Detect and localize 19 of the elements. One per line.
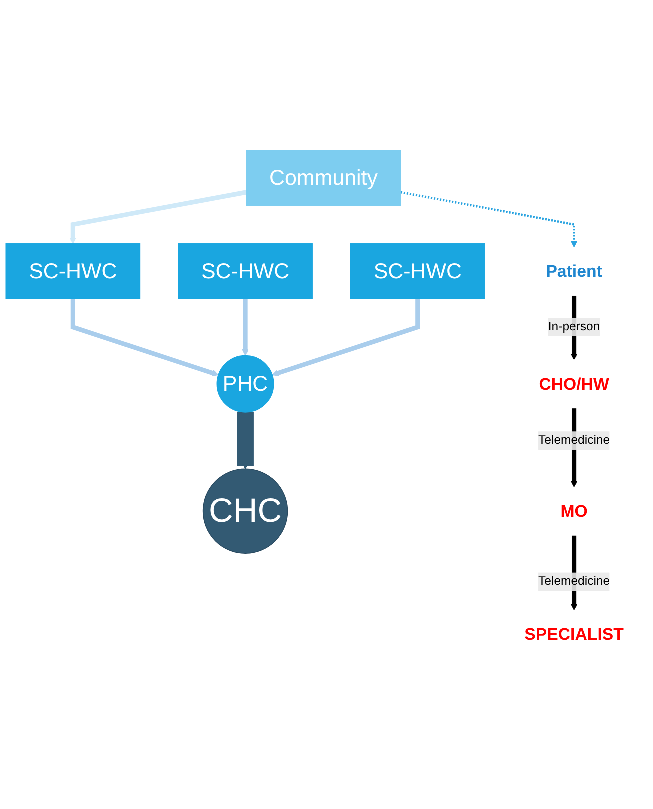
node-text: SPECIALIST	[524, 624, 624, 644]
node-text: Patient	[546, 262, 602, 282]
edge-label: Telemedicine	[538, 575, 610, 588]
edge-label: Telemedicine	[538, 434, 610, 447]
node-box: Community	[246, 150, 402, 206]
node-text: CHO/HW	[539, 374, 610, 394]
edge-label: In-person	[548, 320, 600, 334]
node-circle: CHC	[202, 468, 288, 554]
arrow	[237, 412, 254, 470]
arrow	[70, 299, 219, 377]
arrow	[70, 190, 247, 244]
node-box: SC-HWC	[178, 244, 313, 300]
arrow	[400, 191, 578, 248]
node-box: SC-HWC	[350, 244, 486, 300]
node-box: SC-HWC	[6, 244, 141, 300]
arrow	[272, 299, 420, 377]
node-text: MO	[560, 502, 588, 521]
node-circle: PHC	[216, 355, 274, 413]
arrow	[242, 299, 249, 356]
